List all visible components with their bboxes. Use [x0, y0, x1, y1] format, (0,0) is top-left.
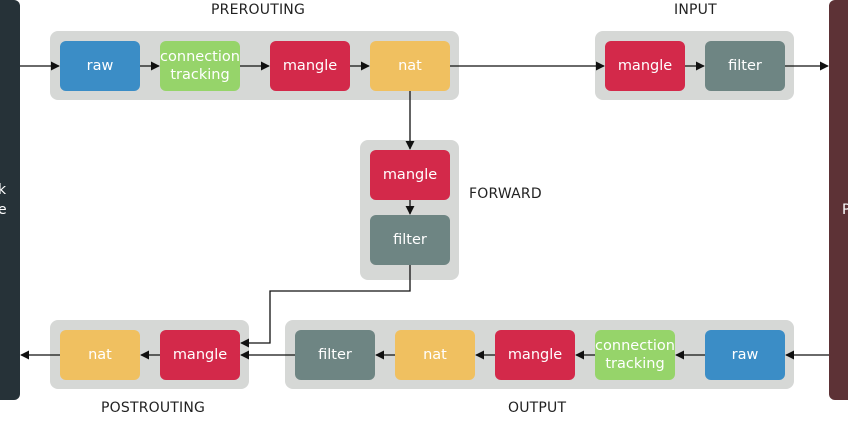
prerouting-nat-node: nat	[370, 41, 450, 91]
postrouting-label: POSTROUTING	[101, 400, 206, 416]
output-mangle-node: mangle	[495, 330, 575, 380]
prerouting-mangle-node: mangle	[270, 41, 350, 91]
prerouting-raw-node: raw	[60, 41, 140, 91]
output-nat-node: nat	[395, 330, 475, 380]
network-interface-bar-left	[0, 0, 20, 400]
postrouting-mangle-node: mangle	[160, 330, 240, 380]
postrouting-nat-node: nat	[60, 330, 140, 380]
local-process-bar-right	[829, 0, 848, 400]
left-bar-text: k e	[0, 182, 7, 218]
right-bar-text: P	[842, 202, 848, 218]
forward-label: FORWARD	[469, 186, 542, 202]
output-filter-node: filter	[295, 330, 375, 380]
forward-mangle-node: mangle	[370, 150, 450, 200]
output-label: OUTPUT	[508, 400, 567, 416]
forward-filter-node: filter	[370, 215, 450, 265]
input-mangle-node: mangle	[605, 41, 685, 91]
input-label: INPUT	[674, 2, 717, 18]
output-conntrack-node: connection tracking	[595, 330, 675, 380]
arrow-forward-to-postrouting	[240, 265, 411, 348]
output-raw-node: raw	[705, 330, 785, 380]
prerouting-label: PREROUTING	[211, 2, 306, 18]
prerouting-conntrack-node: connection tracking	[160, 41, 240, 91]
input-filter-node: filter	[705, 41, 785, 91]
